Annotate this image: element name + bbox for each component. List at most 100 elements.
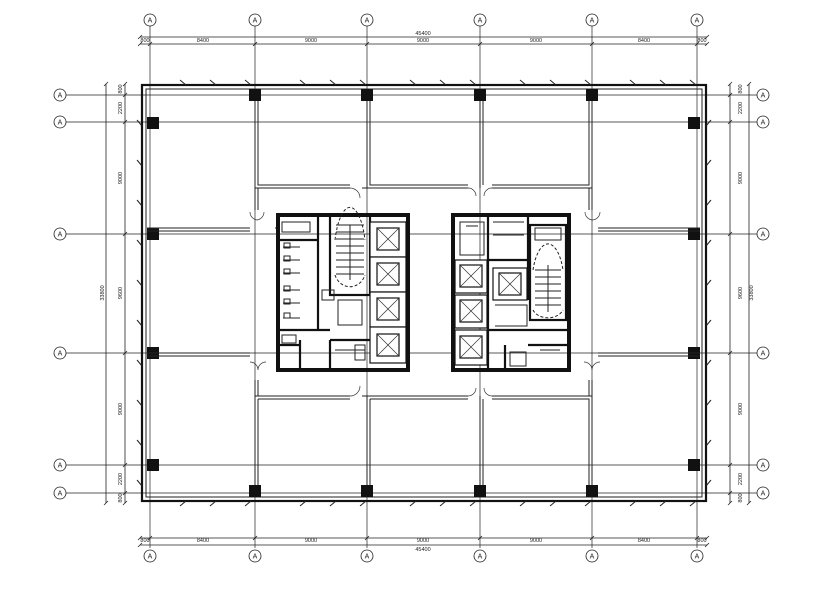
overall-depth-label: 33800: [749, 285, 755, 300]
overall-width-label: 45400: [415, 547, 430, 553]
svg-text:A: A: [365, 554, 370, 561]
svg-text:A: A: [58, 463, 63, 470]
svg-text:A: A: [695, 18, 700, 25]
axis-bubble: A: [756, 227, 770, 241]
dimension-label: 9000: [417, 38, 429, 44]
dimension-label: 9000: [118, 172, 124, 184]
axis-bubble: A: [690, 13, 704, 27]
column: [688, 228, 700, 240]
dimension-label: 8400: [638, 538, 650, 544]
axis-bubble: A: [53, 115, 67, 129]
column: [361, 89, 373, 101]
dimension-label: 2200: [118, 102, 124, 114]
column: [361, 485, 373, 497]
svg-text:A: A: [761, 491, 766, 498]
dimension-label: 9000: [305, 538, 317, 544]
top-dimension-chain: 45400 800 8400 9000 9000 9000 8400 800: [137, 31, 710, 47]
overall-width-label: 45400: [415, 31, 430, 37]
axis-bubble: A: [248, 13, 262, 27]
right-core: [451, 213, 571, 372]
svg-text:A: A: [58, 351, 63, 358]
svg-text:A: A: [58, 491, 63, 498]
dimension-label: 9600: [118, 287, 124, 299]
axis-bubble: A: [53, 88, 67, 102]
elevator-shaft: [369, 291, 407, 328]
elevator-shaft: [369, 256, 407, 293]
structural-columns: [147, 89, 700, 497]
svg-text:A: A: [761, 351, 766, 358]
axis-bubble: A: [53, 227, 67, 241]
exterior-wall: [136, 79, 712, 507]
svg-text:A: A: [148, 554, 153, 561]
axis-bubble: A: [143, 13, 157, 27]
axis-bubble: A: [53, 346, 67, 360]
column: [474, 485, 486, 497]
svg-text:A: A: [590, 18, 595, 25]
svg-text:A: A: [695, 554, 700, 561]
dimension-label: 2200: [118, 473, 124, 485]
dimension-label: 8400: [197, 538, 209, 544]
dimension-label: 9000: [738, 172, 744, 184]
axis-bubble: A: [360, 13, 374, 27]
elevator-shaft: [454, 294, 488, 329]
column: [249, 485, 261, 497]
axis-bubble: A: [585, 13, 599, 27]
axis-bubble: A: [53, 458, 67, 472]
column: [586, 485, 598, 497]
overall-depth-label: 33800: [100, 285, 106, 300]
dimension-label: 9000: [530, 38, 542, 44]
elevator-shaft: [369, 326, 407, 364]
column: [586, 89, 598, 101]
dimension-label: 800: [140, 38, 149, 44]
left-dimension-chain: 33800 800 2200 9000 9600 9000 2200 800: [100, 81, 128, 506]
axis-bubble: A: [360, 549, 374, 563]
svg-text:A: A: [253, 18, 258, 25]
dimension-label: 800: [118, 493, 124, 502]
axis-bubble: A: [143, 549, 157, 563]
axis-bubbles: A A A A A A A A A A A A A A A A A A A A …: [53, 13, 770, 563]
axis-bubble: A: [756, 115, 770, 129]
column: [688, 117, 700, 129]
axis-bubble: A: [53, 486, 67, 500]
office-partitions: [147, 101, 700, 485]
axis-bubble: A: [473, 549, 487, 563]
dimension-label: 800: [738, 493, 744, 502]
dimension-label: 800: [140, 538, 149, 544]
column: [147, 459, 159, 471]
svg-text:A: A: [148, 18, 153, 25]
elevator-shaft: [492, 267, 528, 301]
dimension-label: 800: [738, 84, 744, 93]
axis-bubble: A: [585, 549, 599, 563]
svg-text:A: A: [590, 554, 595, 561]
bottom-dimension-chain: 800 8400 9000 9000 9000 8400 800 45400: [137, 535, 710, 553]
svg-text:A: A: [761, 93, 766, 100]
elevator-bank: [369, 221, 407, 364]
svg-text:A: A: [761, 232, 766, 239]
axis-bubble: A: [756, 458, 770, 472]
axis-bubble: A: [690, 549, 704, 563]
svg-text:A: A: [478, 554, 483, 561]
svg-text:A: A: [761, 463, 766, 470]
column: [147, 117, 159, 129]
elevator-bank: [454, 259, 528, 366]
dimension-label: 9000: [118, 403, 124, 415]
axis-bubble: A: [756, 346, 770, 360]
column: [688, 459, 700, 471]
elevator-shaft: [454, 329, 488, 366]
right-dimension-chain: 800 2200 9000 9600 9000 2200 800 33800: [727, 81, 755, 506]
dimension-label: 2200: [738, 102, 744, 114]
dimension-label: 8400: [638, 38, 650, 44]
column: [249, 89, 261, 101]
svg-text:A: A: [365, 18, 370, 25]
dimension-label: 9600: [738, 287, 744, 299]
axis-grid-lines: [66, 26, 760, 548]
dimension-label: 9000: [417, 538, 429, 544]
svg-text:A: A: [761, 120, 766, 127]
column: [147, 228, 159, 240]
dimension-label: 800: [118, 84, 124, 93]
dimension-label: 800: [697, 538, 706, 544]
axis-bubble: A: [756, 486, 770, 500]
dimension-label: 2200: [738, 473, 744, 485]
dimension-label: 9000: [530, 538, 542, 544]
